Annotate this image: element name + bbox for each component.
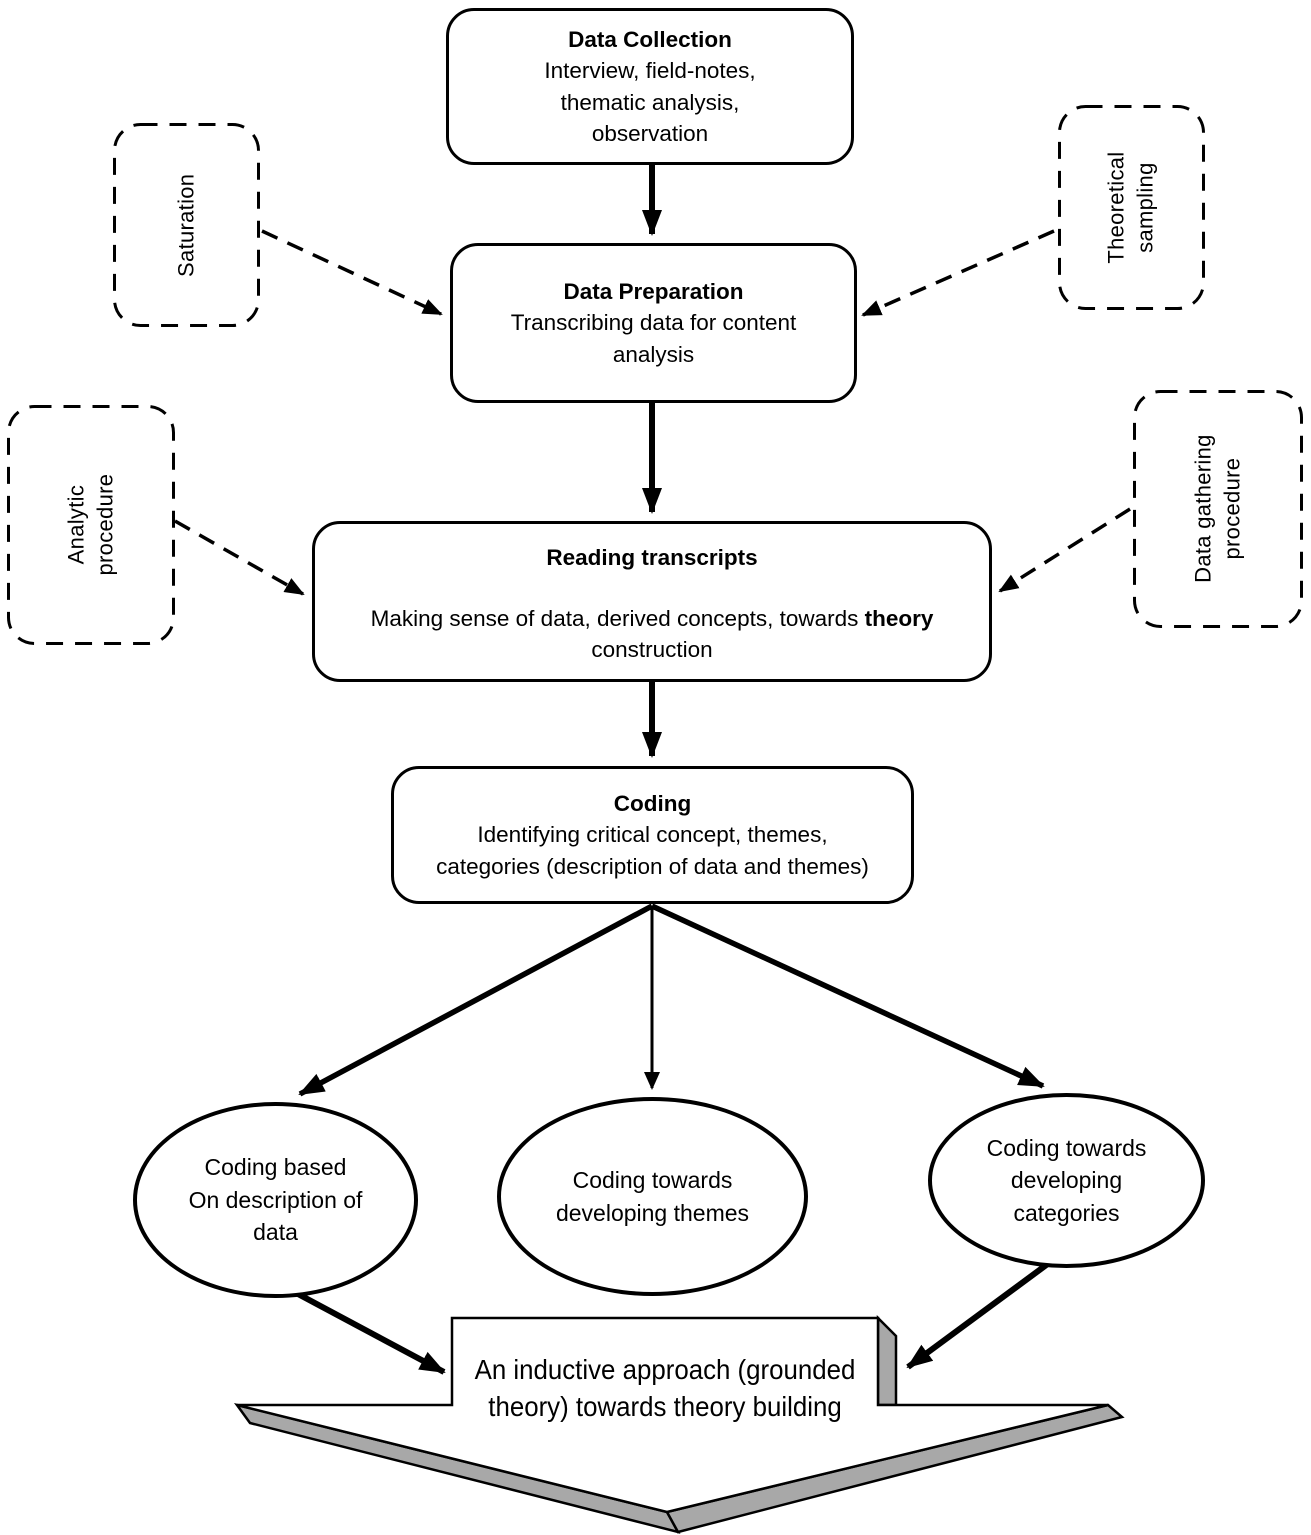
box-data-preparation: Data Preparation Transcribing data for c… (450, 243, 857, 403)
box-reading-transcripts-body: Making sense of data, derived concepts, … (371, 603, 934, 665)
ellipse-coding-categories: Coding towards developing categories (928, 1093, 1205, 1268)
note-theoretical-sampling: Theoretical sampling (1058, 105, 1205, 310)
note-analytic-procedure: Analytic procedure (7, 405, 175, 645)
box-data-collection-body: Interview, field-notes, thematic analysi… (544, 58, 756, 146)
arrow-analytic-procedure-to-reading (174, 519, 305, 596)
arrow-theoretical-sampling-to-preparation (861, 229, 1055, 317)
box-reading-transcripts-title: Reading transcripts (546, 545, 758, 570)
note-theoretical-sampling-label: Theoretical sampling (1103, 151, 1158, 264)
arrow-coding-to-description (298, 903, 654, 1097)
reading-body-bold-word: theory (864, 606, 934, 632)
theoretical-sampling-frame (1058, 105, 1205, 310)
saturation-frame (113, 123, 260, 327)
box-data-collection: Data Collection Interview, field-notes, … (446, 8, 854, 165)
ellipse-coding-description: Coding based On description of data (133, 1102, 418, 1298)
ellipse-coding-categories-label: Coding towards developing categories (986, 1134, 1147, 1226)
conclusion-arrow-bevel-shaft (876, 1314, 898, 1407)
note-analytic-procedure-label: Analytic procedure (63, 474, 117, 576)
box-coding-body: Identifying critical concept, themes, ca… (436, 822, 869, 879)
conclusion-label: An inductive approach (grounded theory) … (474, 1354, 856, 1422)
arrow-categories-to-conclusion (906, 1260, 1051, 1370)
box-data-preparation-body: Transcribing data for content analysis (510, 310, 797, 367)
data-gathering-procedure-frame (1133, 390, 1303, 628)
box-data-collection-title: Data Collection (568, 27, 732, 53)
arrow-description-to-conclusion (296, 1291, 446, 1375)
reading-body-line2: construction (591, 637, 713, 663)
note-data-gathering-procedure-label: Data gathering procedure (1190, 434, 1244, 584)
conclusion-arrow-face (236, 1316, 1109, 1514)
ellipse-coding-description-label: Coding based On description of data (188, 1154, 363, 1246)
note-data-gathering-procedure: Data gathering procedure (1133, 390, 1303, 628)
note-saturation-label: Saturation (173, 173, 199, 277)
box-coding: Coding Identifying critical concept, the… (391, 766, 914, 904)
arrow-saturation-to-preparation (261, 229, 443, 316)
arrow-coding-to-categories (650, 903, 1045, 1089)
box-data-preparation-title: Data Preparation (563, 279, 744, 305)
box-coding-title: Coding (613, 791, 692, 817)
arrow-data-gathering-to-reading (998, 507, 1131, 593)
ellipse-coding-themes: Coding towards developing themes (497, 1097, 808, 1296)
analytic-procedure-frame (7, 405, 175, 645)
ellipse-coding-themes-label: Coding towards developing themes (555, 1166, 750, 1226)
box-reading-transcripts: Reading transcripts Making sense of data… (312, 521, 992, 682)
note-saturation: Saturation (113, 123, 260, 327)
reading-body-prefix: Making sense of data, derived concepts, … (370, 606, 865, 632)
